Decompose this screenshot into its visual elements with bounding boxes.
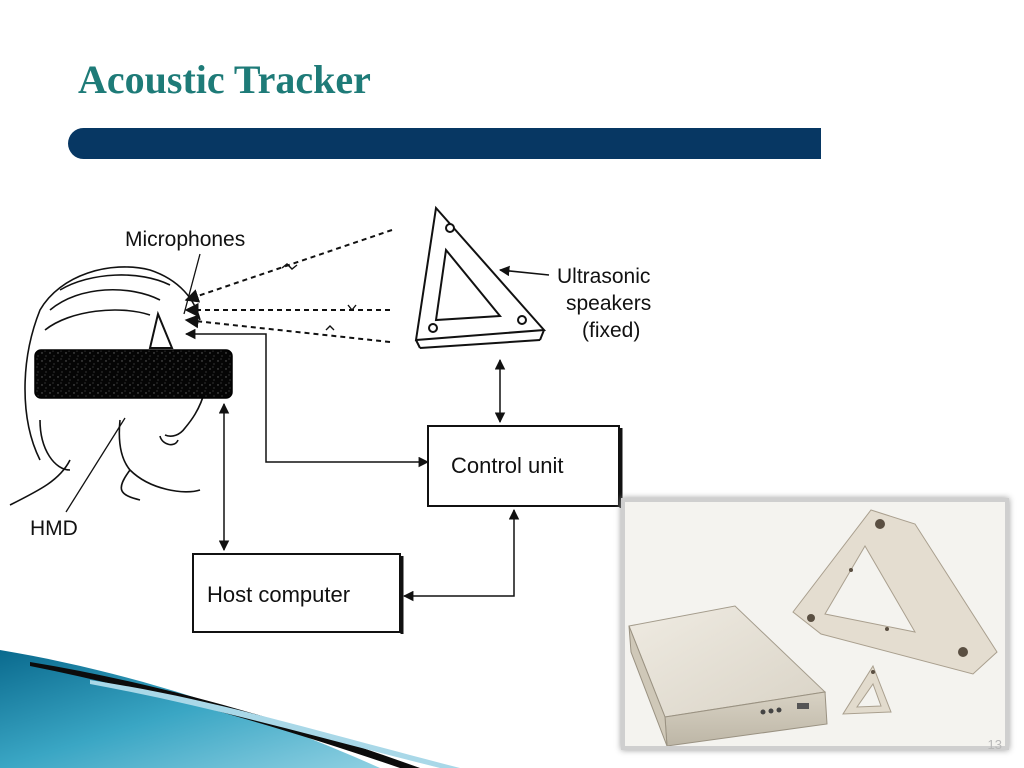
speakers-label-line-2: speakers (566, 292, 651, 315)
mic-triangle-icon (150, 314, 172, 348)
title-underline-bar (68, 128, 821, 159)
hmd-leader-line (66, 418, 125, 512)
hmd-label: HMD (30, 517, 78, 540)
wave-marks (282, 264, 356, 330)
slide-title: Acoustic Tracker (78, 60, 371, 100)
decorative-swoosh (0, 640, 700, 768)
host-computer-label: Host computer (207, 582, 350, 607)
acoustic-tracker-diagram: Microphones HMD Ultrasonic speakers (fix… (0, 190, 700, 650)
microphones-leader-line (184, 254, 200, 314)
slide-number: 13 (988, 737, 1002, 752)
control-unit-label: Control unit (451, 453, 564, 478)
ultrasonic-speaker-triangle (416, 208, 544, 348)
control-unit-box: Control unit (428, 426, 621, 508)
speakers-label-line-3: (fixed) (582, 319, 640, 342)
microphones-label: Microphones (125, 228, 245, 251)
hmd-headset (35, 350, 232, 398)
speakers-label-line-1: Ultrasonic (557, 265, 650, 288)
speakers-leader-arrow (500, 270, 549, 275)
host-computer-box: Host computer (193, 554, 402, 634)
